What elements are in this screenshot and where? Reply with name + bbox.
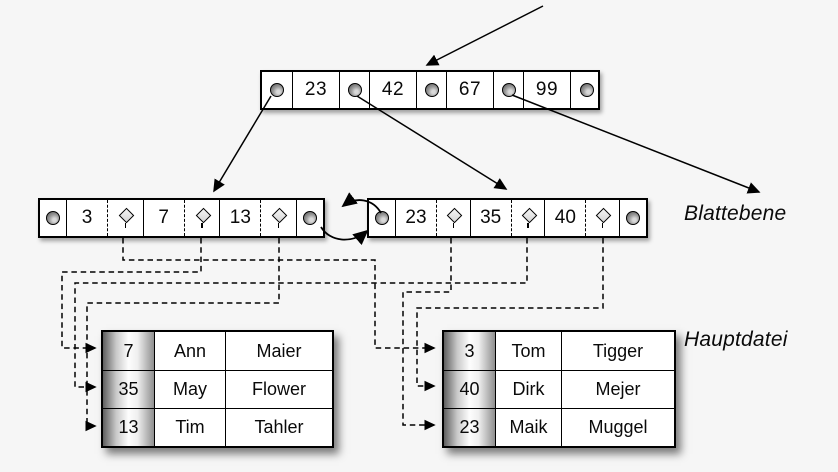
pointer-cell [416,72,446,108]
record-key-cell: 35 [103,370,154,408]
root-key-cell: 99 [523,72,570,108]
root-key: 67 [458,79,482,100]
leaf-key: 7 [158,207,169,228]
root-key-cell: 67 [446,72,493,108]
pointer-cell [339,72,369,108]
record-pointer-slot [260,200,296,236]
root-key-cell: 42 [369,72,416,108]
root-key: 99 [535,79,559,100]
leaf-key-cell: 13 [219,200,296,236]
leaf-key: 40 [554,207,576,228]
leaf-key-cell: 35 [469,200,545,236]
pointer-cell [40,200,66,236]
pointer-cell [493,72,523,108]
record-firstname-cell: Maik [495,408,561,446]
pointer-cell [296,200,323,236]
record-pointer-diamond-icon [445,207,463,228]
record-pointer-slot [585,200,619,236]
root-key-cell: 23 [292,72,339,108]
record-firstname-cell: Ann [154,332,225,370]
record-pointer-diamond-icon [520,207,537,228]
record-lastname-cell: Tigger [561,332,674,370]
record-key-cell: 23 [444,408,495,446]
record-key-cell: 7 [103,332,154,370]
leaf-level-label: Blattebene [684,202,787,225]
record-pointer-slot [183,200,220,236]
record-lastname-cell: Flower [225,370,332,408]
record-pointer-diamond-icon [194,207,211,228]
pointer-cell [570,72,602,108]
record-pointer-diamond-icon [594,207,612,228]
main-file-label: Hauptdatei [684,328,788,351]
record-key-cell: 3 [444,332,495,370]
pointer-circle-icon [303,211,318,225]
pointer-cell [262,72,292,108]
main-file-table-left: 7 Ann Maier 35 May Flower 13 Tim Tahler [101,330,334,448]
leaf-node-right: 23 35 40 [367,198,648,238]
leaf-key: 35 [480,207,502,228]
root-key: 42 [381,79,405,100]
record-lastname-cell: Maier [225,332,332,370]
root-key: 23 [304,79,328,100]
sibling-link-arrow-right-icon [320,226,369,246]
root-node: 23 42 67 99 [260,70,600,110]
record-pointer-slot [510,200,545,236]
pointer-cell [619,200,646,236]
record-key-cell: 13 [103,408,154,446]
record-firstname-cell: May [154,370,225,408]
pointer-circle-icon [579,83,594,97]
record-key-cell: 40 [444,370,495,408]
leaf-key: 23 [405,207,427,228]
pointer-circle-icon [626,211,641,225]
pointer-circle-icon [270,83,284,97]
pointer-circle-icon [375,211,389,225]
arrow-into-root-icon [425,5,544,66]
record-firstname-cell: Tom [495,332,561,370]
record-pointer-slot [107,200,143,236]
record-lastname-cell: Mejer [561,370,674,408]
leaf-key-cell: 3 [66,200,143,236]
pointer-circle-icon [424,83,439,97]
pointer-circle-icon [501,83,516,97]
leaf-node-left: 3 7 13 [38,198,325,238]
leaf-key-cell: 40 [544,200,619,236]
leaf-key: 13 [229,207,251,228]
pointer-circle-icon [46,211,60,225]
pointer-cell [369,200,395,236]
leaf-key-cell: 23 [395,200,470,236]
record-pointer-diamond-icon [270,207,288,228]
arrow-root-to-left-leaf-icon [213,95,272,193]
record-pointer-diamond-icon [117,207,135,228]
pointer-circle-icon [347,83,362,97]
main-file-table-right: 3 Tom Tigger 40 Dirk Mejer 23 Maik Mugge… [442,330,676,448]
record-lastname-cell: Tahler [225,408,332,446]
record-firstname-cell: Dirk [495,370,561,408]
leaf-key-cell: 7 [142,200,220,236]
leaf-key: 3 [81,207,93,228]
record-lastname-cell: Muggel [561,408,674,446]
record-firstname-cell: Tim [154,408,225,446]
record-pointer-slot [436,200,470,236]
